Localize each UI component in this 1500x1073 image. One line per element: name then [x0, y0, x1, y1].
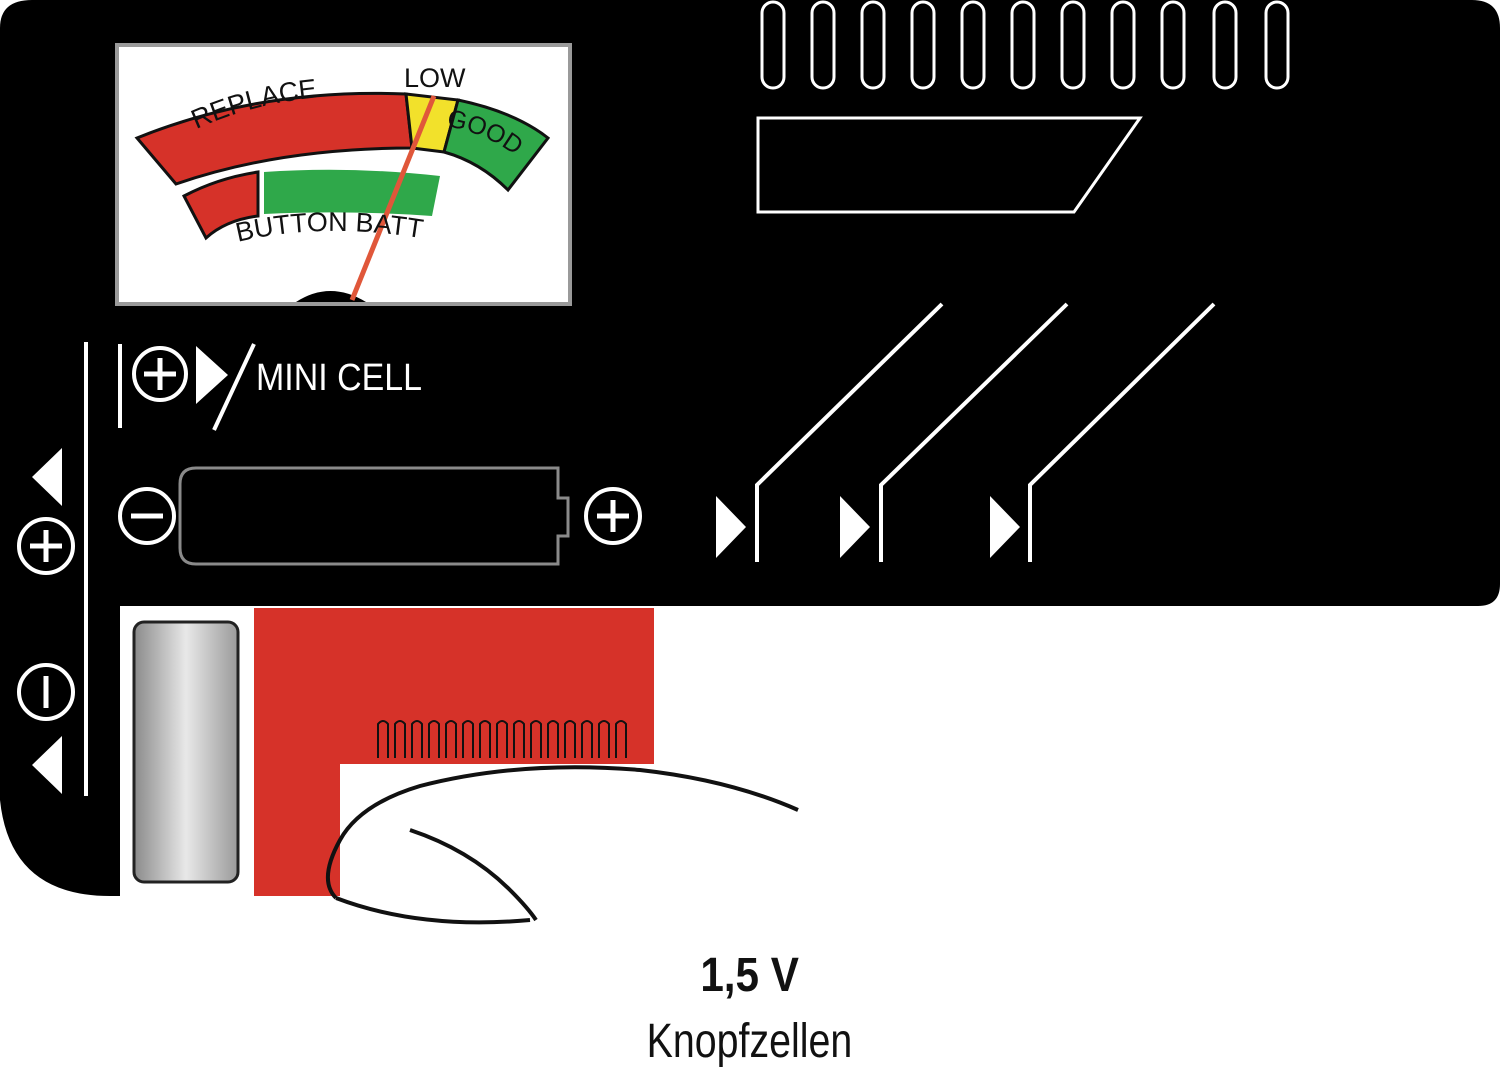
red-slider[interactable]	[254, 608, 654, 896]
contact-comb	[760, 0, 1290, 90]
button-cell	[132, 620, 240, 884]
meter-pivot	[296, 291, 366, 302]
meter-needle	[349, 95, 437, 301]
plus-in-circle-icon	[132, 346, 188, 402]
triangle-arrow-icon	[990, 496, 1020, 558]
triangle-arrow-icon	[196, 346, 228, 404]
plus-in-circle-icon	[17, 517, 75, 575]
slider-teeth	[377, 720, 627, 758]
contact-springs	[755, 302, 1216, 562]
triangle-arrow-icon	[32, 448, 62, 506]
good-zone	[442, 98, 551, 193]
triangle-arrow-icon	[32, 736, 62, 794]
triangle-arrow-icon	[716, 496, 746, 558]
mini-cell-marker: MINI CELL	[118, 343, 422, 431]
button-replace-zone	[181, 170, 260, 241]
plus-in-circle-icon	[584, 487, 642, 545]
nine-volt-slot	[756, 116, 1143, 214]
mini-cell-label: MINI CELL	[256, 357, 422, 399]
low-label: LOW	[404, 63, 466, 93]
voltage-label: 1,5 V	[700, 949, 799, 1002]
minus-in-circle-icon	[17, 663, 75, 721]
hand-drawing	[325, 765, 799, 925]
cell-type-label: Knopfzellen	[646, 1015, 853, 1068]
polarity-guide	[17, 342, 88, 796]
cell-outline	[178, 466, 570, 566]
meter-window: REPLACE LOW GOOD BUTTON BATT	[115, 43, 572, 306]
triangle-arrow-icon	[840, 496, 870, 558]
button-good-zone	[264, 169, 440, 216]
spring-arrows	[716, 496, 1020, 558]
cell-slot	[118, 466, 642, 566]
minus-in-circle-icon	[118, 487, 176, 545]
